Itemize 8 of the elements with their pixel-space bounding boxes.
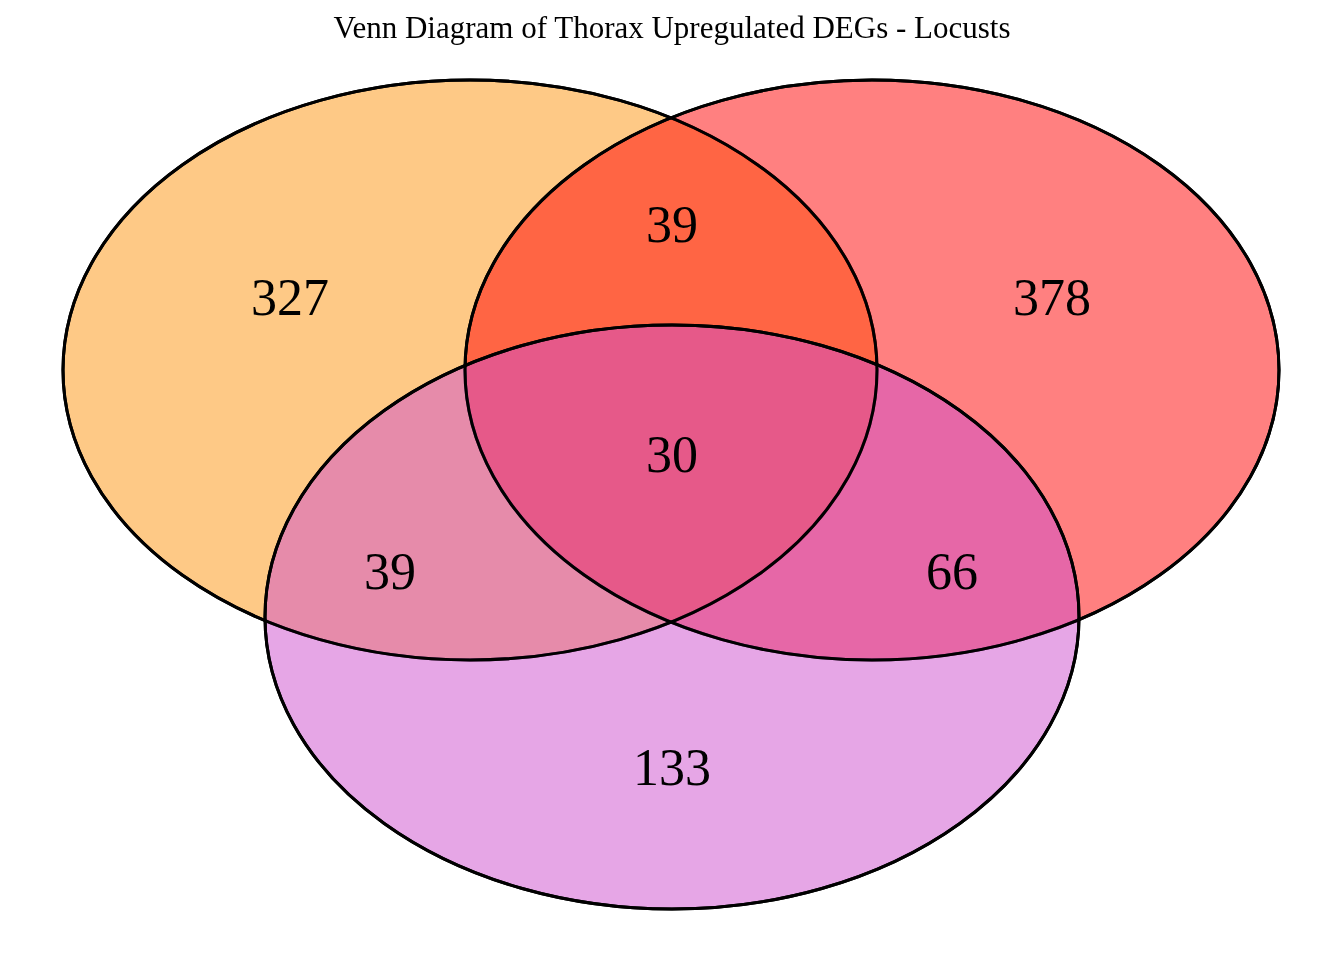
region-count: 378 <box>1013 268 1091 328</box>
region-count: 39 <box>364 542 416 602</box>
region-count: 133 <box>633 738 711 798</box>
region-count: 30 <box>646 425 698 485</box>
chart-title: Venn Diagram of Thorax Upregulated DEGs - Locusts <box>332 10 1012 46</box>
region-count: 66 <box>926 542 978 602</box>
region-count: 39 <box>646 195 698 255</box>
region-count: 327 <box>251 268 329 328</box>
